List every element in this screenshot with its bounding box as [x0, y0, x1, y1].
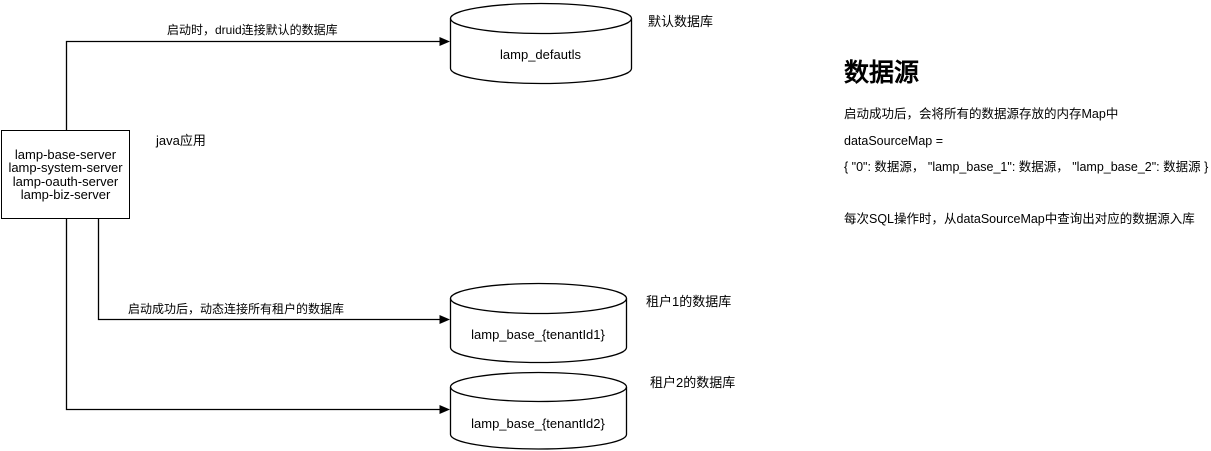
java-app-box: lamp-base-server lamp-system-server lamp…: [1, 130, 130, 219]
arrow-label-tenant-db: 启动成功后，动态连接所有租户的数据库: [128, 302, 345, 316]
server-name: lamp-biz-server: [20, 187, 111, 202]
database-name-default: lamp_defautls: [500, 47, 581, 62]
database-caption-tenant2: 租户2的数据库: [650, 375, 736, 390]
java-app-label: java应用: [156, 133, 206, 148]
server-name: lamp-system-server: [8, 160, 123, 175]
notes-line: 每次SQL操作时，从dataSourceMap中查询出对应的数据源入库: [844, 212, 1195, 226]
notes-line: dataSourceMap =: [844, 134, 944, 148]
connector-tenant2-db: [65, 219, 440, 411]
connector-default-db: [65, 40, 440, 130]
database-caption-default: 默认数据库: [648, 14, 714, 29]
arrowhead-tenant1-db: [439, 315, 450, 324]
arrowhead-tenant2-db: [439, 405, 450, 414]
database-name-tenant1: lamp_base_{tenantId1}: [471, 327, 605, 342]
notes-line: 启动成功后，会将所有的数据源存放的内存Map中: [844, 107, 1119, 121]
notes-title: 数据源: [844, 59, 920, 87]
arrowhead-default-db: [439, 37, 450, 46]
database-cylinder-default: [449, 2, 633, 85]
server-name: lamp-base-server: [14, 146, 117, 162]
database-caption-tenant1: 租户1的数据库: [646, 294, 732, 309]
arrow-label-default-db: 启动时，druid连接默认的数据库: [167, 23, 338, 37]
database-cylinder-tenant1: [449, 282, 628, 364]
database-name-tenant2: lamp_base_{tenantId2}: [471, 416, 605, 431]
database-cylinder-tenant2: [449, 371, 628, 450]
server-name: lamp-oauth-server: [12, 173, 119, 189]
connector-tenant1-db: [97, 219, 440, 321]
notes-line: { "0": 数据源， "lamp_base_1": 数据源， "lamp_ba…: [844, 160, 1209, 174]
